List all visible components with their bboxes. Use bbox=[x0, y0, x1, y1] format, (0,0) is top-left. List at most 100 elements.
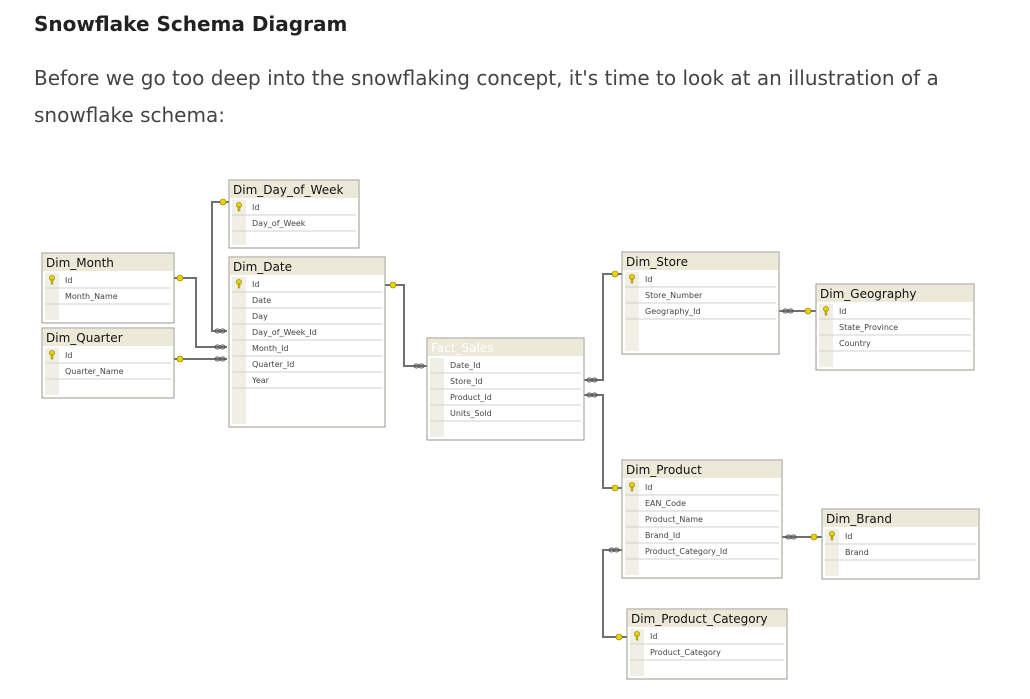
field-geography-id: Geography_Id bbox=[645, 307, 701, 316]
primary-key-icon bbox=[829, 531, 835, 541]
table-header bbox=[623, 253, 778, 270]
table-header bbox=[823, 510, 978, 527]
field-store-id: Store_Id bbox=[450, 377, 483, 386]
table-title: Dim_Store bbox=[626, 255, 688, 269]
row-selector-column bbox=[430, 358, 444, 437]
table-title: Dim_Date bbox=[233, 260, 292, 274]
row-selector-column bbox=[45, 273, 59, 320]
many-end-infinity-icon bbox=[214, 344, 226, 350]
many-end-infinity-icon bbox=[608, 547, 620, 553]
field-id: Id bbox=[645, 275, 652, 284]
row-selector-column bbox=[625, 272, 639, 351]
row-selector-column bbox=[825, 529, 839, 576]
table-title: Dim_Product_Category bbox=[631, 612, 768, 626]
field-month-id: Month_Id bbox=[252, 344, 289, 353]
primary-key-icon bbox=[629, 482, 635, 492]
many-end-infinity-icon bbox=[214, 328, 226, 334]
many-end-infinity-icon bbox=[413, 363, 425, 369]
primary-key-icon bbox=[49, 350, 55, 360]
table-header bbox=[628, 610, 786, 627]
table-header bbox=[623, 461, 781, 478]
many-end-infinity-icon bbox=[586, 392, 598, 398]
row-selector-column bbox=[232, 277, 246, 424]
field-id: Id bbox=[65, 276, 72, 285]
one-end-key-icon bbox=[615, 633, 623, 641]
many-end-infinity-icon bbox=[586, 377, 598, 383]
one-end-key-icon bbox=[611, 484, 619, 492]
relationship-markers bbox=[176, 198, 818, 641]
table-fact-sales: Fact_SalesDate_IdStore_IdProduct_IdUnits… bbox=[426, 337, 585, 441]
table-frame bbox=[621, 459, 783, 579]
field-id: Id bbox=[645, 483, 652, 492]
table-header bbox=[817, 285, 973, 302]
field-product-category: Product_Category bbox=[650, 648, 721, 657]
relationship-dim-date-to-dim-month bbox=[174, 277, 227, 348]
schema-tables: Dim_Day_of_WeekIdDay_of_WeekDim_MonthIdM… bbox=[41, 179, 980, 680]
relationship-dim-product-to-dim-product-category bbox=[602, 549, 627, 638]
one-end-key-icon bbox=[810, 533, 818, 541]
table-header bbox=[428, 339, 583, 356]
table-header bbox=[230, 181, 358, 198]
primary-key-icon bbox=[49, 275, 55, 285]
table-title: Dim_Quarter bbox=[46, 331, 123, 345]
intro-paragraph: Before we go too deep into the snowflaki… bbox=[34, 66, 939, 127]
primary-key-icon bbox=[236, 279, 242, 289]
field-product-id: Product_Id bbox=[450, 393, 492, 402]
field-id: Id bbox=[650, 632, 657, 641]
field-year: Year bbox=[251, 376, 270, 385]
relationship-fact-sales-to-dim-store bbox=[584, 273, 622, 381]
table-title: Fact_Sales bbox=[431, 341, 493, 355]
relationship-fact-sales-to-dim-product bbox=[584, 394, 622, 489]
field-date: Date bbox=[252, 296, 271, 305]
one-end-key-icon bbox=[611, 270, 619, 278]
field-ean-code: EAN_Code bbox=[645, 499, 686, 508]
primary-key-icon bbox=[823, 306, 829, 316]
table-header bbox=[43, 254, 173, 271]
field-id: Id bbox=[252, 280, 259, 289]
many-end-infinity-icon bbox=[782, 308, 794, 314]
field-store-number: Store_Number bbox=[645, 291, 703, 300]
table-title: Dim_Month bbox=[46, 256, 114, 270]
primary-key-icon bbox=[634, 631, 640, 641]
field-id: Id bbox=[252, 203, 259, 212]
row-selector-column bbox=[232, 200, 246, 245]
field-day-of-week-id: Day_of_Week_Id bbox=[252, 328, 317, 337]
one-end-key-icon bbox=[804, 307, 812, 315]
many-end-infinity-icon bbox=[785, 534, 797, 540]
table-title: Dim_Geography bbox=[820, 287, 917, 301]
table-title: Dim_Day_of_Week bbox=[233, 183, 343, 197]
field-day-of-week: Day_of_Week bbox=[252, 219, 306, 228]
field-date-id: Date_Id bbox=[450, 361, 481, 370]
field-brand: Brand bbox=[845, 548, 869, 557]
field-product-category-id: Product_Category_Id bbox=[645, 547, 727, 556]
field-quarter-id: Quarter_Id bbox=[252, 360, 294, 369]
one-end-key-icon bbox=[176, 355, 184, 363]
row-selector-column bbox=[630, 629, 644, 676]
one-end-key-icon bbox=[389, 281, 397, 289]
relationship-dim-date-to-dim-day-of-week bbox=[211, 201, 229, 332]
field-id: Id bbox=[845, 532, 852, 541]
table-title: Dim_Product bbox=[626, 463, 702, 477]
field-id: Id bbox=[65, 351, 72, 360]
table-title: Dim_Brand bbox=[826, 512, 892, 526]
field-day: Day bbox=[252, 312, 268, 321]
field-quarter-name: Quarter_Name bbox=[65, 367, 124, 376]
table-dim-date: Dim_DateIdDateDayDay_of_Week_IdMonth_IdQ… bbox=[228, 256, 386, 428]
many-end-infinity-icon bbox=[214, 356, 226, 362]
table-header bbox=[43, 329, 173, 346]
relationship-fact-sales-to-dim-date bbox=[385, 284, 427, 367]
field-state-province: State_Province bbox=[839, 323, 898, 332]
field-product-name: Product_Name bbox=[645, 515, 703, 524]
one-end-key-icon bbox=[219, 198, 227, 206]
table-frame bbox=[228, 256, 386, 428]
field-id: Id bbox=[839, 307, 846, 316]
field-brand-id: Brand_Id bbox=[645, 531, 680, 540]
primary-key-icon bbox=[236, 202, 242, 212]
field-month-name: Month_Name bbox=[65, 292, 118, 301]
